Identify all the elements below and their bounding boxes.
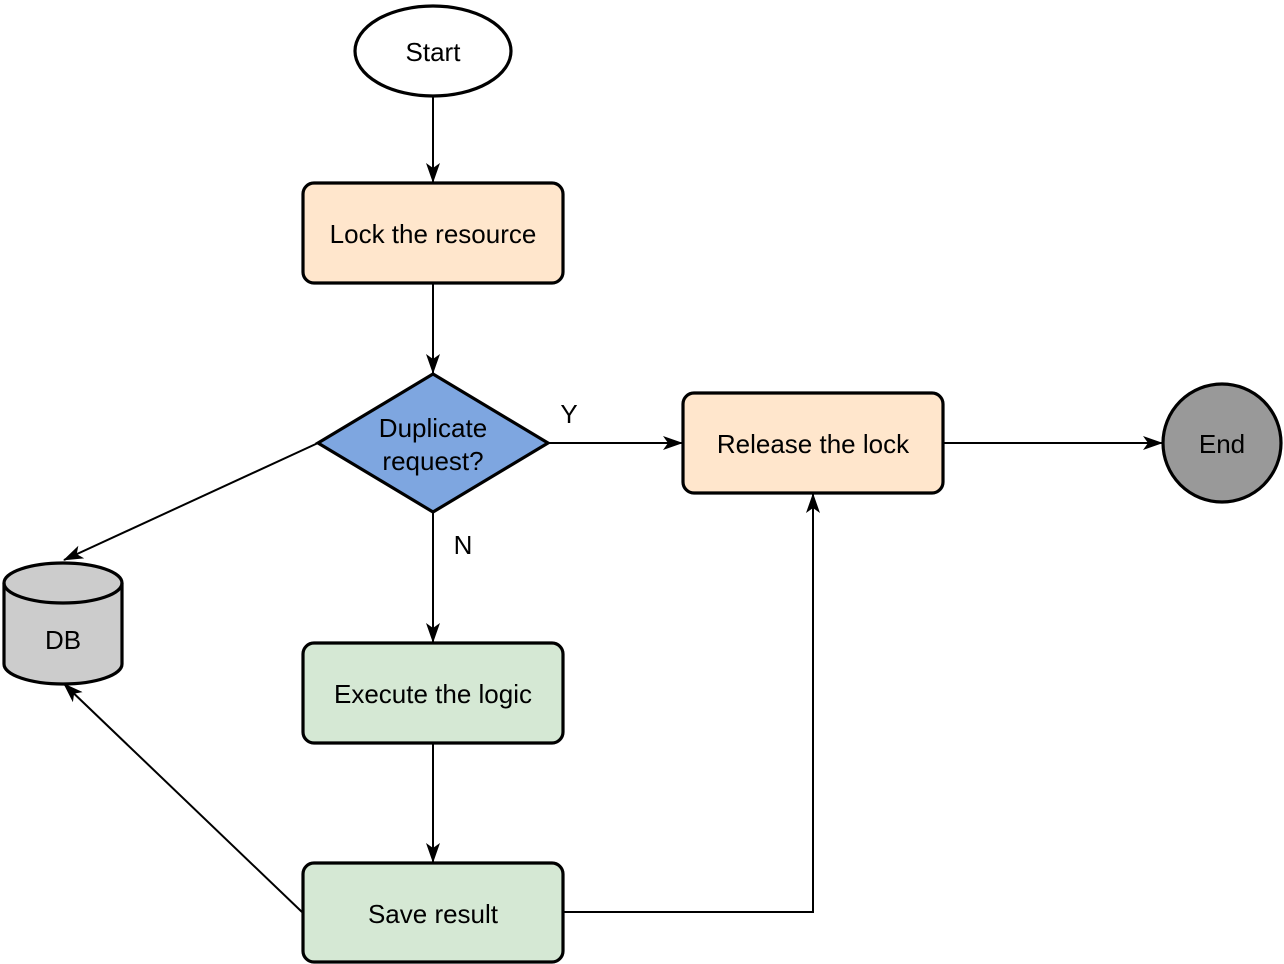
end-label: End <box>1199 429 1245 459</box>
release-lock-label: Release the lock <box>717 429 910 459</box>
execute-logic-label: Execute the logic <box>334 679 532 709</box>
edge-decision-to-db <box>63 442 319 561</box>
end-node: End <box>1161 382 1283 504</box>
db-cylinder-rim <box>2 582 124 605</box>
execute-logic-box <box>301 641 565 745</box>
edge-label-yes: Y <box>560 399 577 429</box>
release-lock-node: Release the lock <box>681 391 945 495</box>
decision-diamond <box>314 372 552 514</box>
save-result-label: Save result <box>368 899 499 929</box>
save-result-node: Save result <box>301 861 565 964</box>
end-circle <box>1161 382 1283 504</box>
lock-resource-label: Lock the resource <box>330 219 537 249</box>
edge-label-no: N <box>454 530 473 560</box>
start-label: Start <box>406 37 462 67</box>
execute-logic-node: Execute the logic <box>301 641 565 745</box>
edges <box>63 96 1163 913</box>
save-result-box <box>301 861 565 964</box>
db-label: DB <box>45 625 81 655</box>
start-node: Start <box>353 4 513 98</box>
edge-save-to-release <box>563 493 820 913</box>
db-node: DB <box>2 561 124 686</box>
lock-resource-node: Lock the resource <box>301 181 565 285</box>
edge-save-to-db <box>63 683 303 913</box>
decision-label-line1: Duplicate <box>379 413 487 443</box>
release-lock-box <box>681 391 945 495</box>
duplicate-request-decision: Duplicate request? <box>314 372 552 514</box>
start-ellipse <box>353 4 513 98</box>
db-cylinder-body <box>2 561 124 686</box>
decision-label-line2: request? <box>382 446 483 476</box>
lock-resource-box <box>301 181 565 285</box>
